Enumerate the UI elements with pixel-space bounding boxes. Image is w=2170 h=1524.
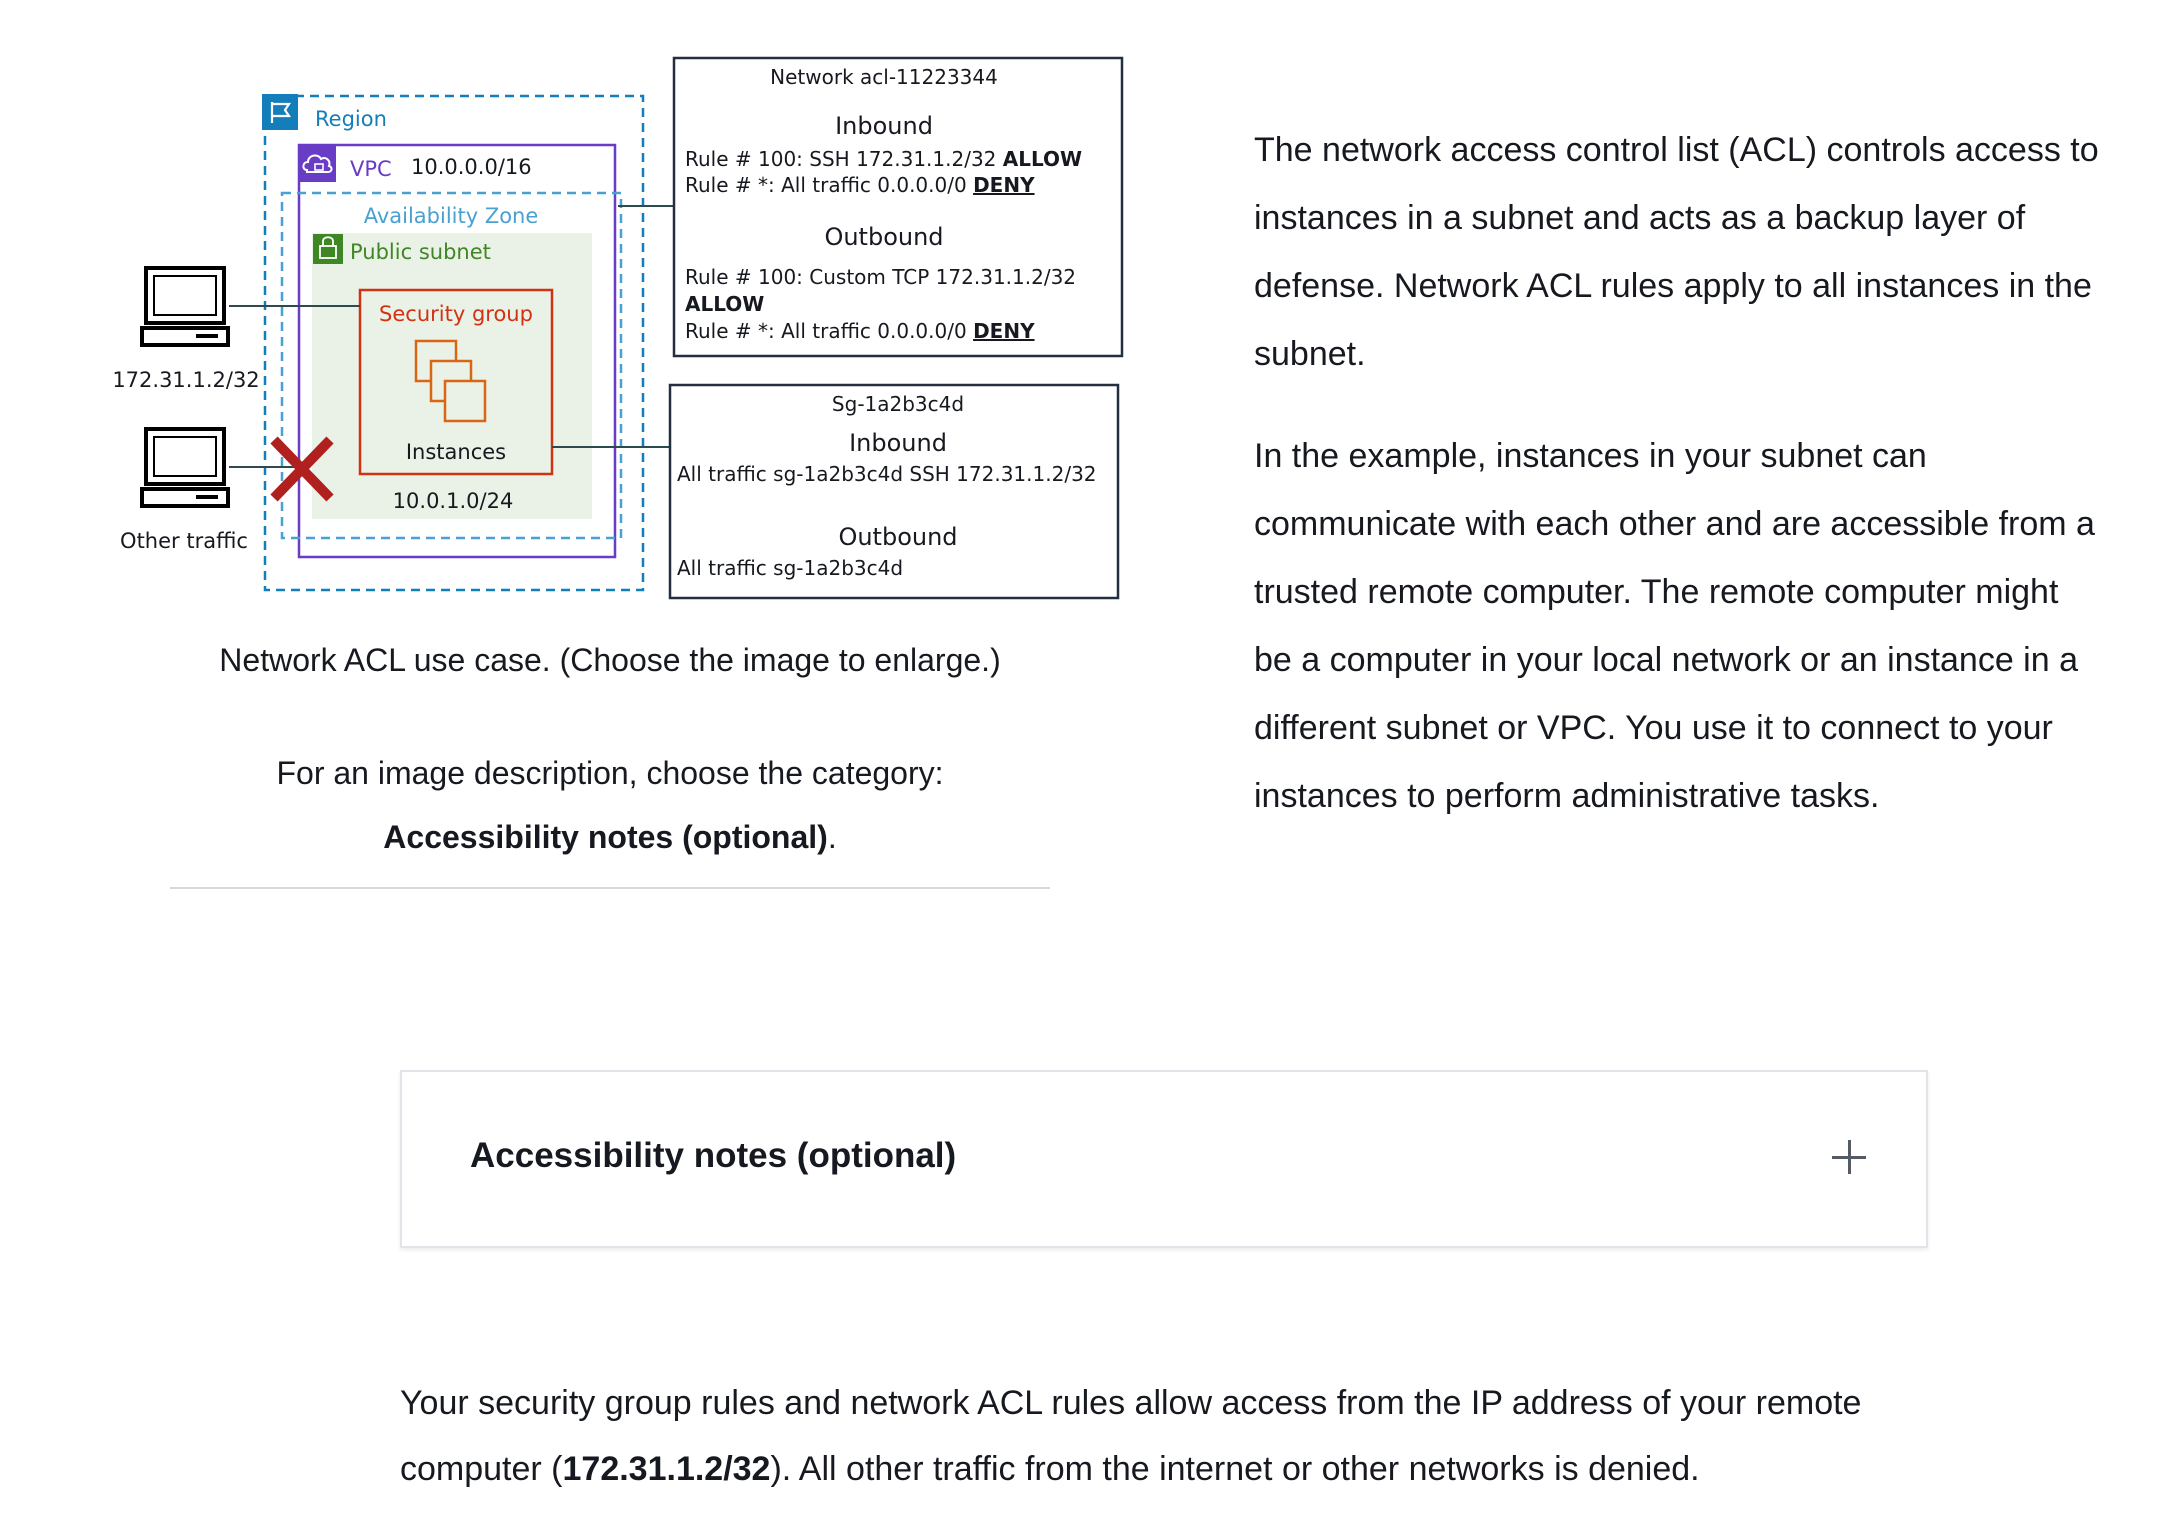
security-group-rules-box [668, 383, 1120, 600]
summary-text-end: ). All other traffic from the internet o… [770, 1450, 1700, 1488]
acl-inbound-rule-1-text: Rule # 100: SSH 172.31.1.2/32 [685, 147, 1003, 171]
plus-icon[interactable] [1832, 1140, 1866, 1174]
network-acl-diagram[interactable]: Region VPC 10.0.0.0/16 Availability Zone… [0, 0, 1160, 620]
trusted-computer-label: 172.31.1.2/32 [112, 368, 259, 392]
security-group-label: Security group [379, 302, 533, 326]
other-computer-icon [140, 427, 230, 508]
acl-outbound-rule-2-action: DENY [973, 319, 1035, 343]
subnet-cidr: 10.0.1.0/24 [393, 489, 514, 513]
description-paragraph-2: In the example, instances in your subnet… [1254, 437, 2095, 815]
image-description-category: Accessibility notes (optional). [170, 817, 1050, 857]
availability-zone-label: Availability Zone [364, 204, 539, 228]
public-subnet-label: Public subnet [350, 240, 491, 264]
acl-inbound-rule-1: Rule # 100: SSH 172.31.1.2/32 ALLOW [685, 147, 1082, 171]
instances-label: Instances [406, 440, 506, 464]
acl-inbound-rule-1-action: ALLOW [1003, 147, 1082, 171]
sg-inbound-heading: Inbound [849, 429, 947, 457]
vpc-label: VPC [350, 157, 392, 181]
image-description-hint-text: For an image description, choose the cat… [276, 755, 944, 791]
description-column: The network access control list (ACL) co… [1254, 116, 2104, 864]
sg-outbound-rule: All traffic sg-1a2b3c4d [677, 556, 903, 580]
remote-ip-address: 172.31.1.2/32 [562, 1450, 771, 1488]
acl-outbound-rule-2: Rule # *: All traffic 0.0.0.0/0 DENY [685, 319, 1035, 343]
acl-outbound-rule-1: Rule # 100: Custom TCP 172.31.1.2/32 [685, 265, 1076, 289]
subnet-lock-icon [313, 234, 343, 264]
region-label: Region [315, 107, 387, 131]
region-flag-icon [262, 94, 298, 130]
sg-outbound-heading: Outbound [838, 523, 957, 551]
caption-divider [170, 887, 1050, 889]
summary-paragraph: Your security group rules and network AC… [400, 1370, 1960, 1502]
vpc-boundary [297, 143, 617, 559]
security-group-boundary [358, 288, 554, 476]
other-computer-label: Other traffic [120, 529, 248, 553]
network-acl-box [672, 56, 1124, 358]
figure-caption: Network ACL use case. (Choose the image … [170, 640, 1050, 680]
deny-x-icon [270, 436, 334, 502]
acl-title: Network acl-11223344 [770, 65, 998, 89]
caption-period: . [827, 819, 837, 855]
vpc-cidr: 10.0.0.0/16 [411, 155, 532, 179]
accessibility-notes-reference: Accessibility notes (optional) [383, 819, 828, 855]
trusted-computer-icon [140, 266, 230, 347]
availability-zone-boundary [280, 191, 623, 540]
accessibility-notes-expander[interactable]: Accessibility notes (optional) [400, 1070, 1928, 1248]
instances-icon [414, 339, 487, 423]
acl-inbound-rule-2-text: Rule # *: All traffic 0.0.0.0/0 [685, 173, 973, 197]
vpc-cloud-icon [300, 146, 336, 182]
figure-caption-text: Network ACL use case. (Choose the image … [219, 642, 1001, 678]
expander-title: Accessibility notes (optional) [470, 1136, 957, 1175]
summary-text-start: Your security group rules and network AC… [400, 1384, 1862, 1488]
acl-inbound-heading: Inbound [835, 112, 933, 140]
region-boundary [263, 94, 645, 592]
sg-inbound-rule: All traffic sg-1a2b3c4d SSH 172.31.1.2/3… [677, 462, 1097, 486]
image-description-hint: For an image description, choose the cat… [170, 753, 1050, 793]
sg-title: Sg-1a2b3c4d [832, 392, 964, 416]
acl-inbound-rule-2-action: DENY [973, 173, 1035, 197]
acl-outbound-rule-1-action: ALLOW [685, 292, 764, 316]
acl-inbound-rule-2: Rule # *: All traffic 0.0.0.0/0 DENY [685, 173, 1035, 197]
acl-outbound-heading: Outbound [824, 223, 943, 251]
description-paragraph-1: The network access control list (ACL) co… [1254, 131, 2099, 373]
acl-outbound-rule-2-text: Rule # *: All traffic 0.0.0.0/0 [685, 319, 973, 343]
